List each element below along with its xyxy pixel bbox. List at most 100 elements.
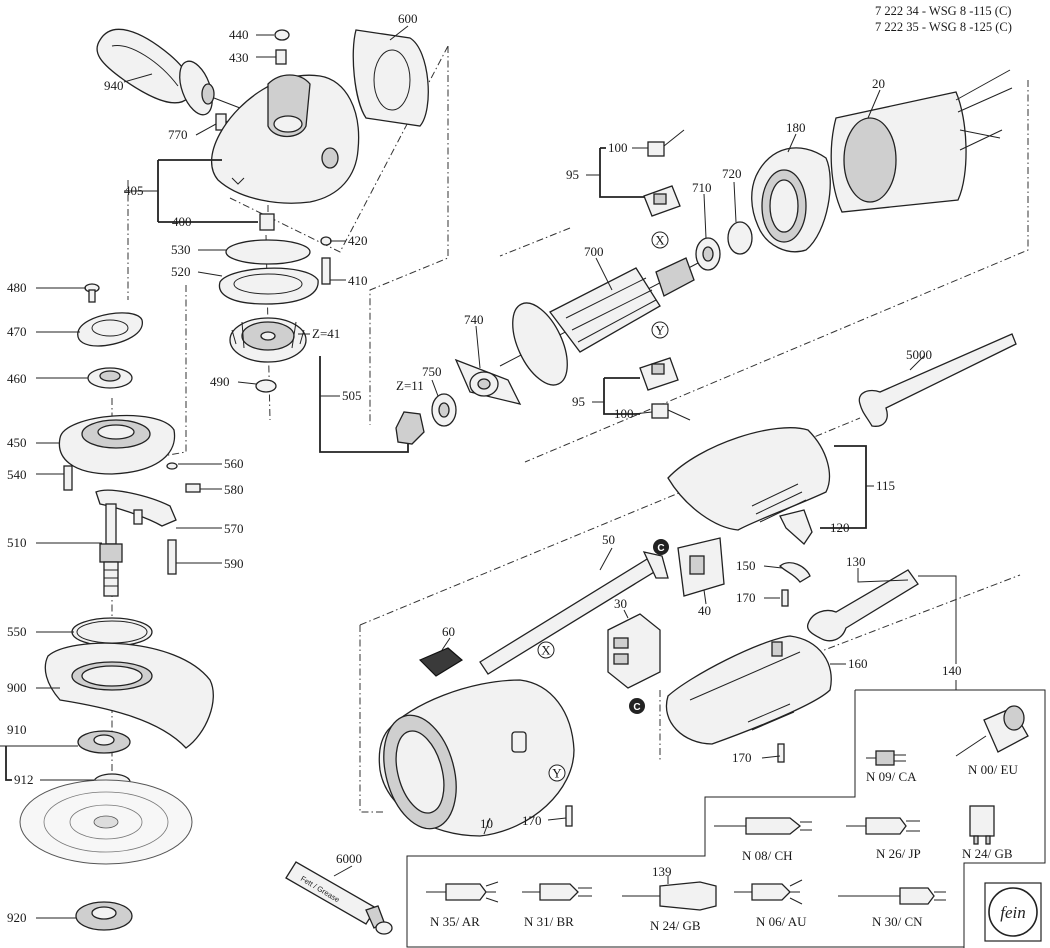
side-handle — [96, 28, 241, 116]
pin-410 — [321, 257, 331, 285]
callout-750: 750 — [422, 364, 442, 379]
bearing-plate-740 — [454, 358, 522, 405]
handle-shell-160 — [665, 635, 832, 745]
cable-clamp-150 — [779, 562, 811, 583]
gear-cover-plate-600 — [352, 29, 429, 127]
callout-470: 470 — [7, 324, 27, 339]
callout-170-housing: 170 — [522, 813, 542, 828]
callout-505: 505 — [342, 388, 362, 403]
motor-housing-10 — [378, 679, 575, 837]
model-line-2: 7 222 35 - WSG 8 -125 (C) — [875, 20, 1012, 34]
callout-700: 700 — [584, 244, 604, 259]
plug-label-n08ch: N 08/ CH — [742, 848, 793, 863]
plug-label-n09ca: N 09/ CA — [866, 769, 917, 784]
svg-text:C: C — [633, 702, 640, 713]
callout-130: 130 — [846, 554, 866, 569]
callout-550: 550 — [7, 624, 27, 639]
callout-410: 410 — [348, 273, 368, 288]
callout-710: 710 — [692, 180, 712, 195]
callout-95-bottom: 95 — [572, 394, 585, 409]
plug-label-n35ar: N 35/ AR — [430, 914, 480, 929]
carbon-brush-top — [647, 129, 685, 157]
electronic-module-40 — [677, 537, 725, 597]
callout-590: 590 — [224, 556, 244, 571]
screw-170-a — [781, 589, 789, 607]
callout-900: 900 — [7, 680, 27, 695]
marker-c-bottom: C — [629, 698, 645, 714]
callout-480: 480 — [7, 280, 27, 295]
brush-holder-bottom — [639, 357, 679, 391]
callout-100-top: 100 — [608, 140, 628, 155]
grinding-disc — [19, 779, 193, 865]
plug-label-n26jp: N 26/ JP — [876, 846, 921, 861]
bushing-400 — [259, 213, 275, 231]
callout-510: 510 — [7, 535, 27, 550]
callout-490: 490 — [210, 374, 230, 389]
callout-139: 139 — [652, 864, 672, 879]
callout-170-handle: 170 — [732, 750, 752, 765]
plug-ar-icon — [426, 881, 499, 903]
callout-560: 560 — [224, 456, 244, 471]
callout-720: 720 — [722, 166, 742, 181]
svg-text:X: X — [655, 233, 665, 248]
clip-120 — [779, 509, 813, 545]
spanner-5000 — [858, 333, 1017, 427]
flange-plate-470 — [77, 312, 143, 347]
washer-560 — [166, 462, 178, 470]
plug-label-n30cn: N 30/ CN — [872, 914, 923, 929]
callout-160: 160 — [848, 656, 868, 671]
callout-770: 770 — [168, 127, 188, 142]
carbon-brush-bottom — [651, 403, 691, 421]
flange-910 — [77, 730, 131, 754]
bearing-750 — [431, 393, 457, 427]
callout-910: 910 — [7, 722, 27, 737]
gear-label-z11: Z=11 — [396, 378, 424, 393]
callout-430: 430 — [229, 50, 249, 65]
bearing-460 — [87, 367, 133, 389]
callout-530: 530 — [171, 242, 191, 257]
callout-140: 140 — [942, 663, 962, 678]
plug-gb-square-icon — [969, 805, 995, 845]
housing-cover-115 — [667, 427, 830, 531]
screw-170-c — [565, 805, 573, 827]
callout-95-top: 95 — [566, 167, 579, 182]
plug-ca-icon — [866, 750, 906, 766]
callout-420: 420 — [348, 233, 368, 248]
plug-label-n31br: N 31/ BR — [524, 914, 574, 929]
callout-10: 10 — [480, 816, 493, 831]
bearing-flange-450 — [58, 414, 176, 475]
ring-420 — [320, 236, 332, 246]
nut-440 — [274, 29, 290, 41]
cable-sleeve-130 — [806, 569, 919, 642]
brush-holder-top — [643, 185, 681, 217]
callout-912: 912 — [14, 772, 34, 787]
callout-180: 180 — [786, 120, 806, 135]
plug-br-icon — [522, 883, 592, 901]
marker-y-bottom: Y — [548, 764, 566, 782]
plug-variants-box — [406, 689, 1046, 948]
switch-rod-50 — [479, 551, 669, 675]
marker-y-top: Y — [651, 321, 669, 339]
screw-480 — [84, 283, 100, 303]
callout-5000: 5000 — [906, 347, 932, 362]
callout-920: 920 — [7, 910, 27, 925]
bevel-gear-505 — [229, 317, 307, 363]
svg-text:Y: Y — [552, 766, 562, 781]
callout-740: 740 — [464, 312, 484, 327]
svg-text:fein: fein — [1000, 903, 1026, 922]
plug-label-n00eu: N 00/ EU — [968, 762, 1018, 777]
spring-430 — [275, 49, 287, 65]
screw-540 — [63, 465, 73, 491]
ring-720 — [727, 221, 753, 255]
air-guide-180 — [751, 147, 831, 253]
plug-labels: N 09/ CA N 00/ EU N 08/ CH N 26/ JP N 24… — [430, 762, 1018, 933]
callout-400: 400 — [172, 214, 192, 229]
spindle-510 — [99, 503, 123, 597]
callout-6000: 6000 — [336, 851, 362, 866]
callout-405: 405 — [124, 183, 144, 198]
callout-60: 60 — [442, 624, 455, 639]
plug-jp-icon — [846, 817, 920, 835]
callout-520: 520 — [171, 264, 191, 279]
pinion-z11 — [395, 411, 425, 445]
